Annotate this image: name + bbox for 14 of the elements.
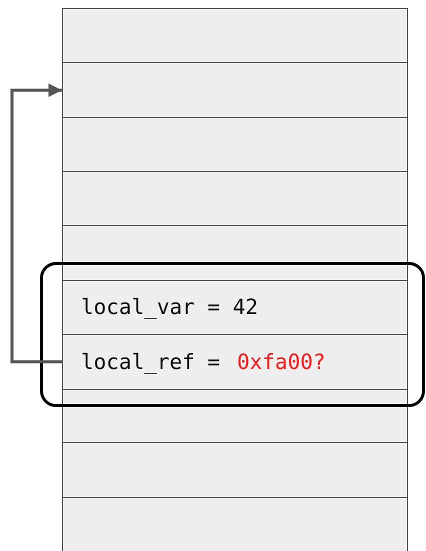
memory-cell [62,225,408,281]
variable-text: local_ref = [81,348,220,376]
stack-frame-outline [40,262,425,407]
memory-cell [62,442,408,498]
memory-cell [62,496,408,551]
pointer-value: 0xfa00? [237,348,326,376]
memory-cell [62,280,408,336]
memory-cell [62,8,408,64]
memory-cell [62,116,408,172]
memory-cell [62,334,408,390]
variable-text: local_var = 42 [81,294,258,322]
pointer-arrow [10,83,62,364]
memory-cell [62,170,408,227]
memory-cell [62,62,408,118]
